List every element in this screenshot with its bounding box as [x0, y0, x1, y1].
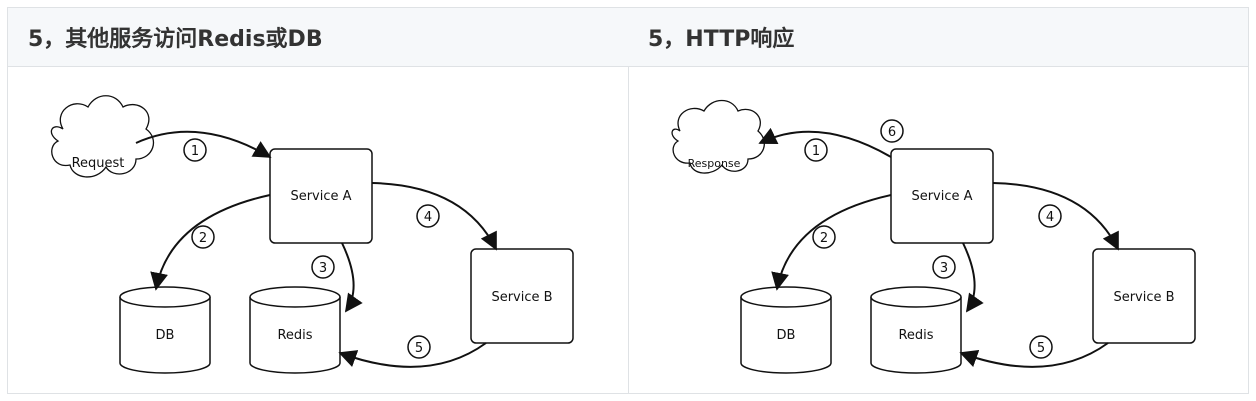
arrow-3 [341, 242, 363, 313]
right-column: 5，HTTP响应 Response Service A [628, 8, 1248, 393]
arrow-5 [959, 342, 1109, 368]
left-header: 5，其他服务访问Redis或DB [8, 8, 628, 67]
service-a-box: Service A [269, 148, 373, 244]
service-a-box: Service A [890, 148, 994, 244]
svg-text:6: 6 [888, 125, 896, 140]
left-diagram-area: Request Service A Service B DB [8, 67, 628, 393]
svg-text:5: 5 [1037, 341, 1045, 356]
step-4-badge: 4 [416, 204, 440, 228]
arrow-1 [135, 130, 272, 158]
redis-cylinder: Redis [249, 286, 341, 374]
step-1-badge: 1 [804, 138, 828, 162]
db-cylinder: DB [740, 286, 832, 374]
comparison-table: 5，其他服务访问Redis或DB Request Service A [7, 7, 1249, 394]
service-b-box: Service B [470, 248, 574, 344]
request-cloud: Request [50, 95, 155, 178]
service-a-label: Service A [911, 189, 972, 204]
svg-text:4: 4 [424, 210, 432, 225]
redis-cylinder: Redis [870, 286, 962, 374]
arrow-5 [338, 342, 487, 368]
response-cloud: Response [671, 99, 765, 174]
redis-label: Redis [898, 328, 933, 343]
arrow-2 [150, 194, 271, 291]
db-label: DB [156, 328, 175, 343]
response-label: Response [688, 157, 741, 170]
svg-text:3: 3 [940, 261, 948, 276]
right-diagram: Response Service A Service B DB [671, 99, 1196, 374]
svg-text:4: 4 [1046, 210, 1054, 225]
redis-label: Redis [277, 328, 312, 343]
service-a-label: Service A [290, 189, 351, 204]
request-label: Request [72, 156, 125, 171]
step-6-badge: 6 [880, 119, 904, 143]
step-2-badge: 2 [812, 225, 836, 249]
db-label: DB [777, 328, 796, 343]
arrow-2 [771, 194, 892, 291]
svg-text:1: 1 [812, 144, 820, 159]
svg-text:1: 1 [191, 144, 199, 159]
right-diagram-area: Response Service A Service B DB [628, 67, 1248, 393]
service-b-label: Service B [1113, 290, 1174, 305]
arrow-3 [962, 242, 984, 313]
arrow-6 [758, 127, 892, 158]
service-b-box: Service B [1092, 248, 1196, 344]
right-header: 5，HTTP响应 [628, 8, 1248, 67]
left-title: 5，其他服务访问Redis或DB [28, 27, 323, 52]
svg-text:3: 3 [319, 261, 327, 276]
right-title: 5，HTTP响应 [648, 27, 795, 52]
left-diagram: Request Service A Service B DB [50, 95, 574, 374]
step-4-badge: 4 [1038, 204, 1062, 228]
arrow-4 [992, 182, 1119, 251]
step-1-badge: 1 [183, 138, 207, 162]
step-5-badge: 5 [1029, 335, 1053, 359]
svg-text:2: 2 [820, 231, 828, 246]
svg-text:5: 5 [415, 341, 423, 356]
left-column: 5，其他服务访问Redis或DB Request Service A [8, 8, 629, 393]
step-3-badge: 3 [932, 255, 956, 279]
db-cylinder: DB [119, 286, 211, 374]
svg-text:2: 2 [199, 231, 207, 246]
step-5-badge: 5 [407, 335, 431, 359]
step-2-badge: 2 [191, 225, 215, 249]
step-3-badge: 3 [311, 255, 335, 279]
service-b-label: Service B [491, 290, 552, 305]
arrow-4 [371, 182, 497, 251]
